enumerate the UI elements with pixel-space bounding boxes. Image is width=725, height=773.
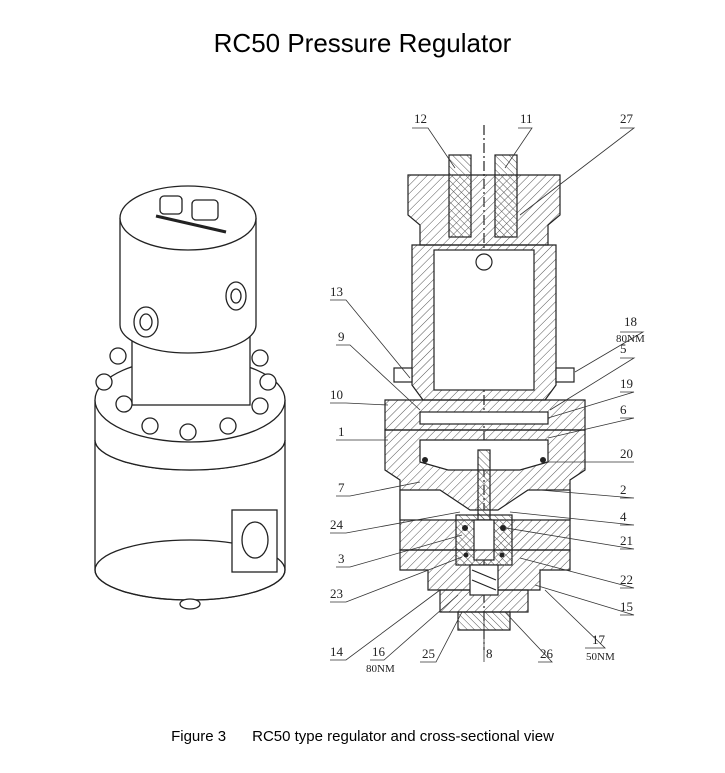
callout-23: 23 — [330, 586, 343, 601]
callout-3: 3 — [338, 551, 345, 566]
callout-5: 5 — [620, 341, 627, 356]
callout-14: 14 — [330, 644, 344, 659]
callout-19: 19 — [620, 376, 633, 391]
callout-21: 21 — [620, 533, 633, 548]
callout-10: 10 — [330, 387, 343, 402]
regulator-3d-view — [94, 185, 286, 610]
callout-13: 13 — [330, 284, 343, 299]
callout-20: 20 — [620, 446, 633, 461]
callout-12: 12 — [414, 111, 427, 126]
callout-9: 9 — [338, 329, 345, 344]
callout-27: 27 — [620, 111, 634, 126]
callout-17: 17 — [592, 632, 606, 647]
callout-24: 24 — [330, 517, 344, 532]
callout-18: 18 — [624, 314, 637, 329]
caption-figure-number: Figure 3 — [171, 728, 227, 745]
callout-25: 25 — [422, 646, 435, 661]
callout-16-torque: 80NM — [366, 663, 395, 675]
callout-leaders — [330, 127, 645, 663]
callout-6: 6 — [620, 402, 627, 417]
callout-7: 7 — [338, 480, 345, 495]
callout-2: 2 — [620, 482, 627, 497]
callout-18-torque: 80NM — [616, 333, 645, 345]
callout-26: 26 — [540, 646, 554, 661]
cross-section-view — [384, 125, 586, 650]
caption-text: RC50 type regulator and cross-sectional … — [252, 728, 554, 745]
callout-17-torque: 50NM — [586, 651, 615, 663]
callout-11: 11 — [520, 111, 533, 126]
figure-title: RC50 Pressure Regulator — [213, 28, 512, 58]
callout-22: 22 — [620, 572, 633, 587]
callout-16: 16 — [372, 644, 386, 659]
callout-labels: 12 11 27 13 18 80NM 9 5 19 10 6 1 20 7 2… — [330, 111, 645, 675]
callout-1: 1 — [338, 424, 345, 439]
figure-caption: Figure 3 RC50 type regulator and cross-se… — [0, 728, 725, 745]
callout-15: 15 — [620, 599, 633, 614]
callout-4: 4 — [620, 509, 627, 524]
callout-8: 8 — [486, 646, 493, 661]
